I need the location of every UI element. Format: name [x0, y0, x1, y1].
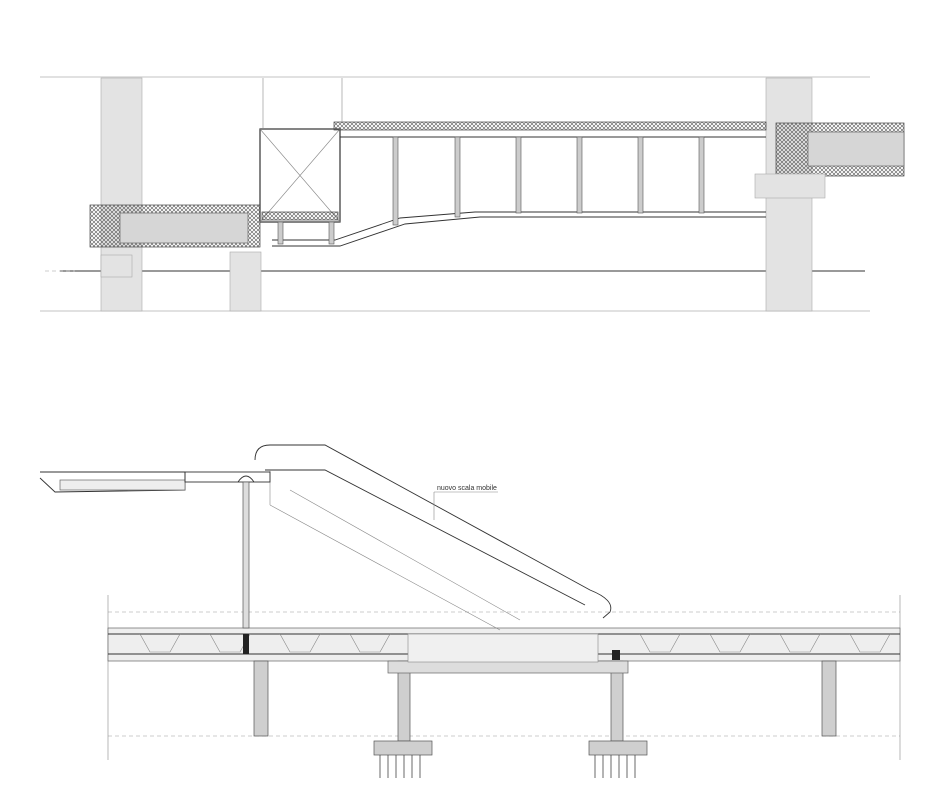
upper-deck	[333, 121, 767, 131]
lower-section: nuovo scala mobile	[39, 444, 901, 778]
upper-section	[40, 76, 905, 312]
slab-trough	[849, 633, 891, 653]
slab-trough	[709, 633, 751, 653]
slab-trough	[639, 633, 681, 653]
support-post	[242, 481, 250, 629]
slab-trough	[279, 633, 321, 653]
slab-trough	[349, 633, 391, 653]
footing-right	[588, 740, 648, 756]
escalator-truss	[254, 444, 612, 619]
slab-trough	[779, 633, 821, 653]
footing-left	[373, 740, 433, 756]
escalator-label: nuovo scala mobile	[437, 485, 497, 492]
slab-trough	[139, 633, 181, 653]
